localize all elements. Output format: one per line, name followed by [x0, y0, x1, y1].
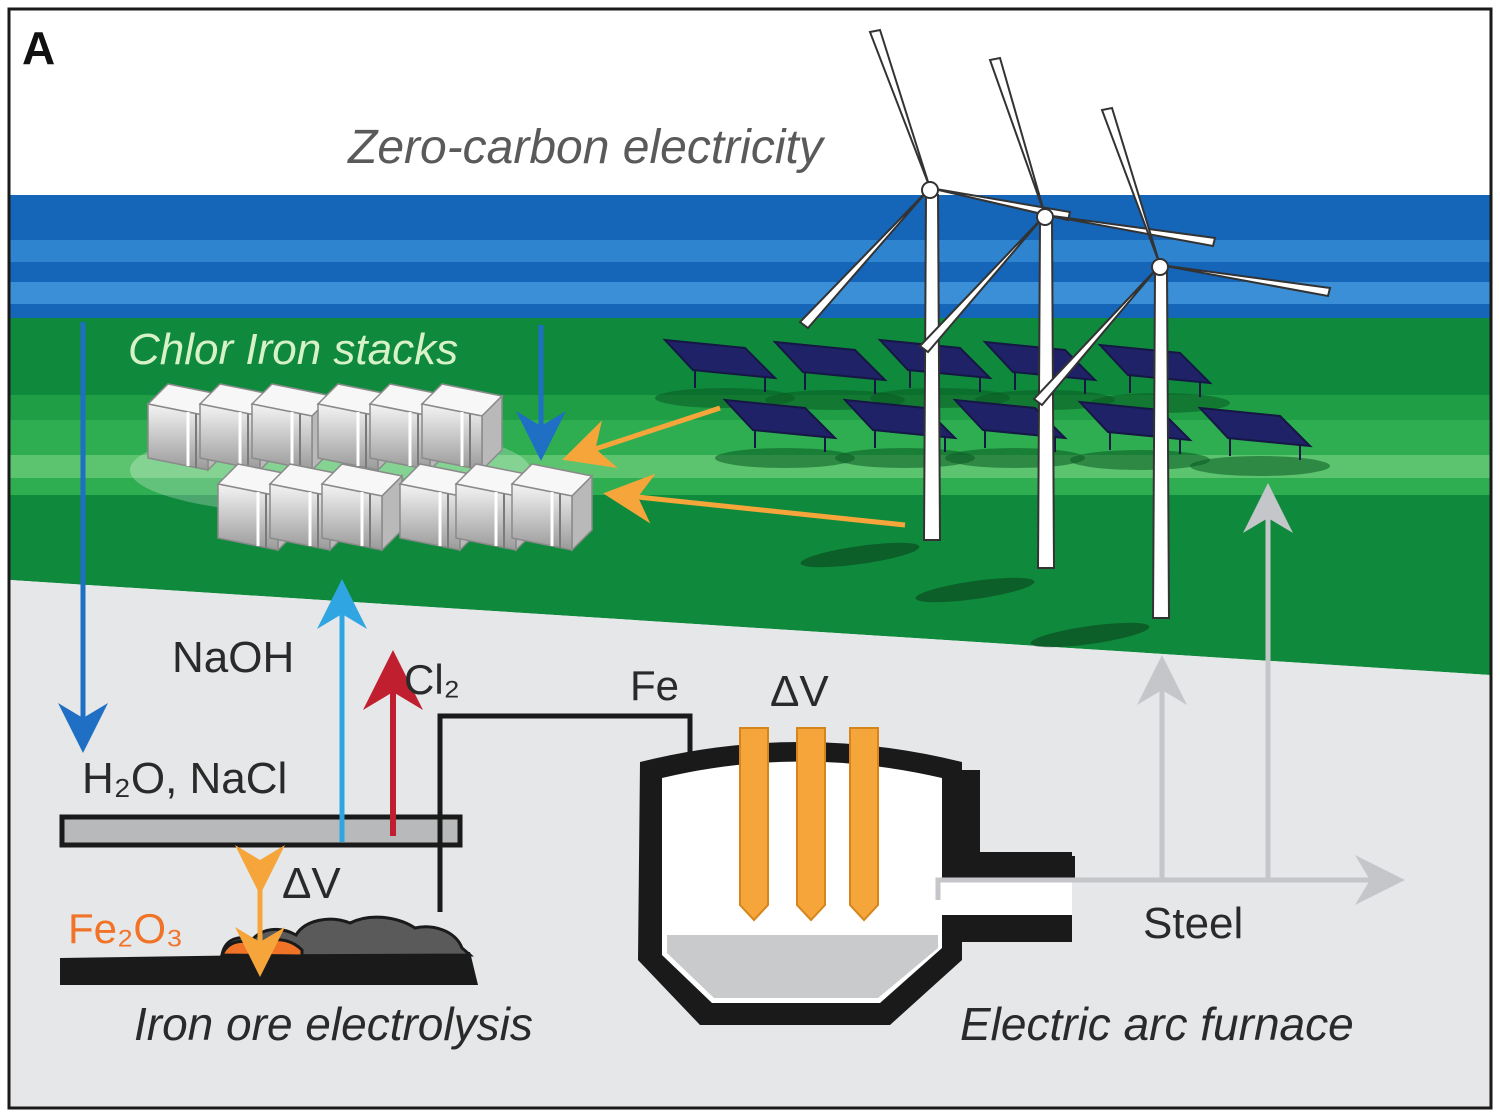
- electrolysis-label: Iron ore electrolysis: [134, 998, 533, 1050]
- furnace-lid: [640, 745, 1075, 880]
- panel-label: A: [22, 22, 55, 74]
- electrodes: [739, 727, 879, 922]
- steel-arrows: [935, 483, 1405, 905]
- stack-unit: [420, 382, 504, 472]
- stack-unit: [320, 462, 404, 552]
- turbine-shadows: [800, 542, 1150, 648]
- furnace-voltage-label: ΔV: [770, 667, 829, 716]
- ocean-band: [10, 240, 1490, 262]
- cl2-label: Cl₂: [404, 656, 460, 703]
- wind-turbine: [798, 28, 1072, 541]
- power-arrows: [562, 405, 906, 528]
- wind-turbine: [1032, 106, 1332, 619]
- furnace-label: Electric arc furnace: [960, 998, 1354, 1050]
- turbine-shadow: [915, 577, 1035, 603]
- molten-steel: [667, 935, 938, 998]
- iron-oxide-label: Fe₂O₃: [68, 905, 183, 952]
- electrode: [849, 727, 879, 922]
- figure-frame: [7, 7, 1493, 1110]
- ocean-band-light: [10, 282, 1490, 304]
- membrane-plate: [59, 814, 463, 848]
- turbine-shadow: [1030, 622, 1150, 648]
- tap-spout: [938, 882, 1072, 915]
- steel-label: Steel: [1143, 899, 1243, 948]
- fe-label: Fe: [630, 662, 679, 709]
- stack-unit: [510, 462, 594, 552]
- wind-turbines: [798, 28, 1332, 619]
- electricity-label: Zero-carbon electricity: [347, 121, 826, 174]
- electrode: [739, 727, 769, 922]
- chlor-iron-stacks: [130, 382, 594, 552]
- cell-voltage-label: ΔV: [282, 859, 341, 908]
- ocean: [10, 195, 1490, 330]
- wind-power-arrow: [603, 473, 906, 528]
- electrode: [796, 727, 826, 922]
- solar-power-arrow: [562, 405, 721, 468]
- steel-output-arrow: [935, 855, 1405, 905]
- naoh-label: NaOH: [172, 633, 294, 682]
- stacks-label: Chlor Iron stacks: [128, 325, 458, 374]
- feed-label: H₂O, NaCl: [82, 754, 287, 803]
- electric-arc-furnace: [638, 727, 1075, 1025]
- turbine-shadow: [800, 542, 920, 568]
